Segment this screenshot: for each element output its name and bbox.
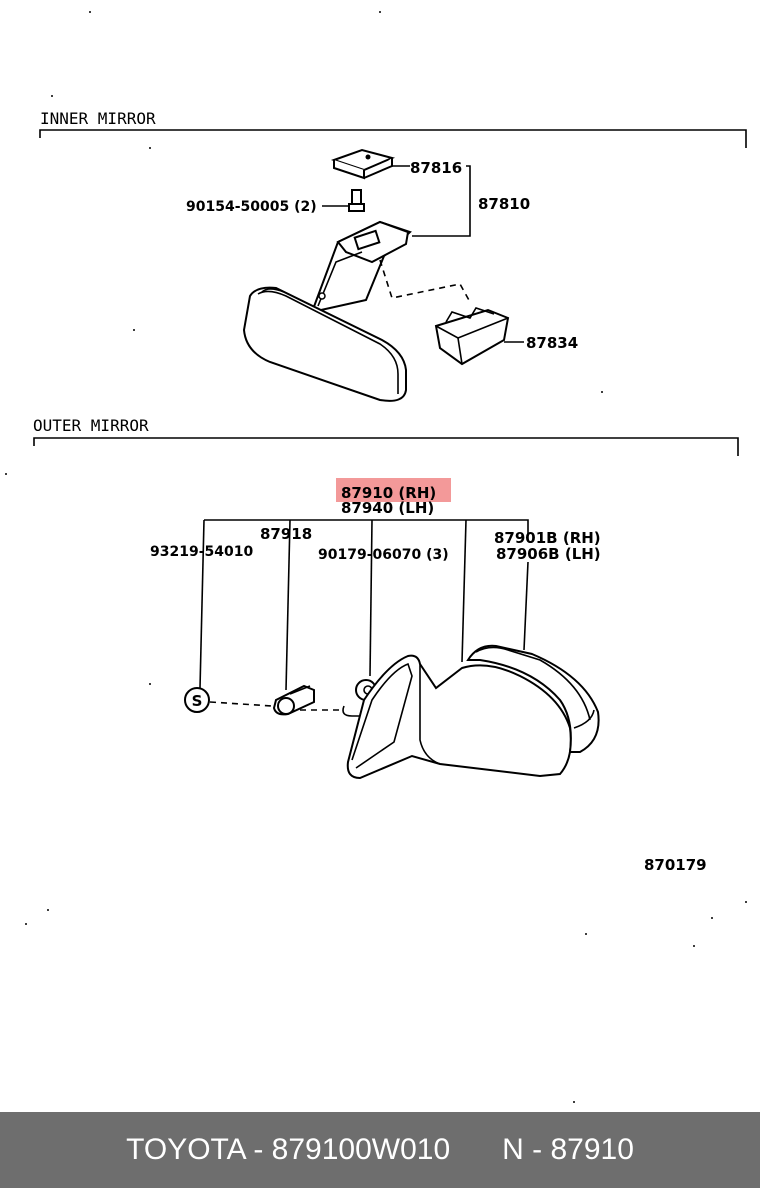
label-87901b-rh[interactable]: 87901B (RH) xyxy=(494,529,601,547)
label-93219-54010[interactable]: 93219-54010 xyxy=(150,544,253,560)
outer-section-bracket xyxy=(33,437,739,456)
label-87940-lh[interactable]: 87940 (LH) xyxy=(341,499,434,517)
screw-symbol-93219: S xyxy=(184,687,210,713)
leader-mirror-housing xyxy=(461,519,467,663)
label-87918[interactable]: 87918 xyxy=(260,525,312,543)
outer-mirror-title: OUTER MIRROR xyxy=(33,416,149,435)
leader-screw xyxy=(199,519,205,689)
screw-90154 xyxy=(348,189,365,212)
part-87816-pad xyxy=(330,148,396,180)
wire-hook xyxy=(342,705,364,717)
inner-mirror-stay-bracket xyxy=(310,220,412,314)
leader-87901b xyxy=(523,561,529,651)
label-87816[interactable]: 87816 xyxy=(410,159,462,177)
leader-90179 xyxy=(369,519,373,677)
outer-mirror-assembly xyxy=(346,644,600,780)
screw-symbol-letter: S xyxy=(192,692,203,710)
parts-diagram: INNER MIRROR 87816 87810 90154-50005 (2) xyxy=(5,11,747,1103)
leader-87918 xyxy=(285,519,291,691)
label-90154-50005[interactable]: 90154-50005 (2) xyxy=(186,199,317,215)
dashed-link-screw xyxy=(209,701,273,707)
leader-87810 xyxy=(412,165,471,237)
inner-section-bracket xyxy=(39,129,747,148)
selected-part-highlight xyxy=(336,478,451,502)
assembly-bracket xyxy=(204,519,529,536)
part-87834-cover xyxy=(434,307,510,366)
label-87906b-lh[interactable]: 87906B (LH) xyxy=(496,545,601,563)
footer-ref-info: N - 87910 xyxy=(502,1133,634,1166)
label-87910-rh[interactable]: 87910 (RH) xyxy=(341,484,436,502)
inner-mirror-body xyxy=(242,286,407,402)
part-87918 xyxy=(272,684,315,716)
scan-noise xyxy=(5,11,747,1103)
label-87834[interactable]: 87834 xyxy=(526,334,578,352)
footer-part-info: TOYOTA - 879100W010 xyxy=(126,1133,451,1166)
diagram-reference-number: 870179 xyxy=(644,856,707,874)
inner-mirror-title: INNER MIRROR xyxy=(40,109,156,128)
label-90179-06070[interactable]: 90179-06070 (3) xyxy=(318,547,449,563)
label-87810[interactable]: 87810 xyxy=(478,195,530,213)
footer-bar: TOYOTA - 879100W010 N - 87910 xyxy=(0,1112,760,1188)
dashed-link-87834 xyxy=(379,259,471,303)
